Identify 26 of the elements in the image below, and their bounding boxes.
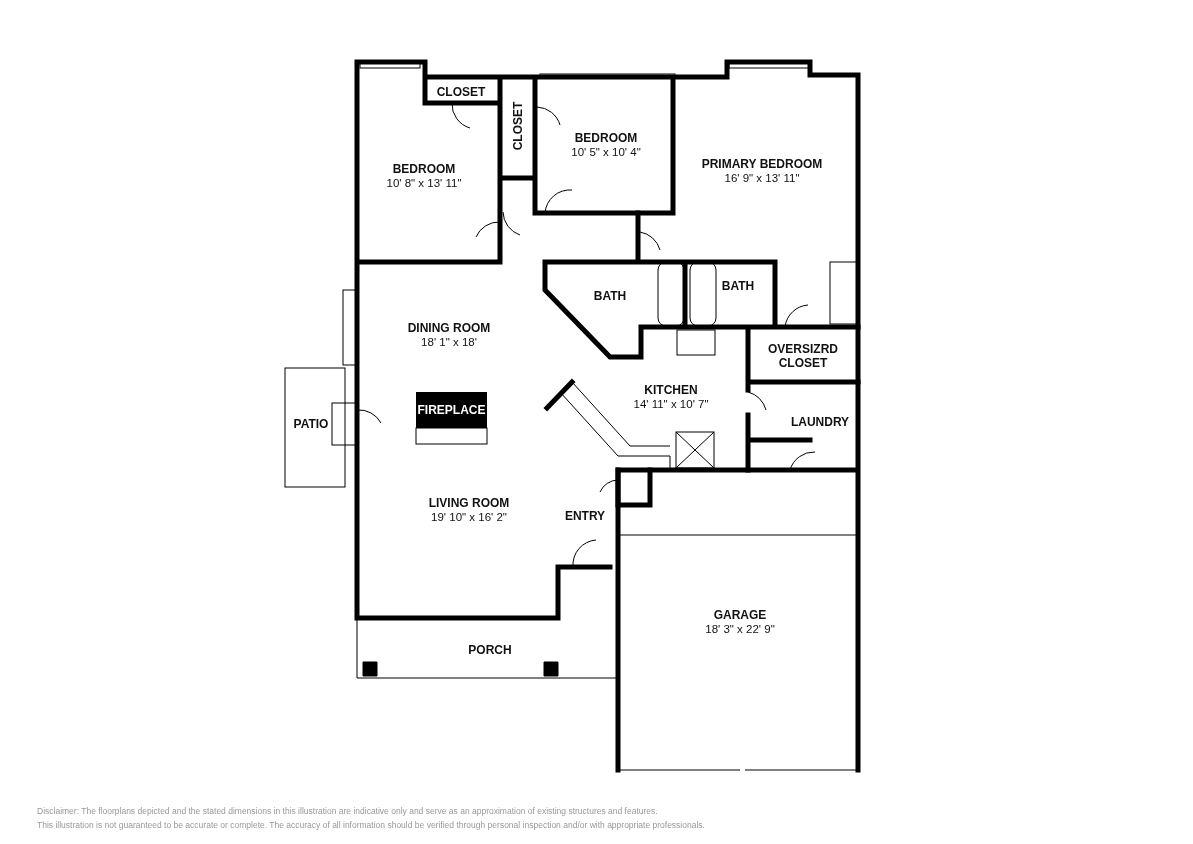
room-name: CLOSET xyxy=(436,85,486,99)
room-name: ENTRY xyxy=(564,509,606,523)
room-dimensions: 16' 9" x 13' 11" xyxy=(723,171,801,185)
fireplace-block: FIREPLACE xyxy=(416,392,487,428)
room-dimensions: 10' 5" x 10' 4" xyxy=(571,145,641,159)
room-name: BATH xyxy=(593,289,627,303)
room-dimensions: 18' 3" x 22' 9" xyxy=(705,622,775,636)
room-dimensions: 10' 8" x 13' 11" xyxy=(386,176,462,190)
room-name: BEDROOM xyxy=(573,131,639,145)
room-name: PATIO xyxy=(293,417,329,431)
room-name: CLOSET xyxy=(511,101,525,151)
room-name: GARAGE xyxy=(712,608,768,622)
room-name: DINING ROOM xyxy=(407,321,491,335)
room-dimensions: 18' 1" x 18' xyxy=(420,335,478,349)
room-name: PRIMARY BEDROOM xyxy=(701,157,823,171)
room-name: BATH xyxy=(721,279,755,293)
disclaimer-text: Disclaimer: The floorplans depicted and the stated dimensions in this illustration are indicative only and serve as an approximation of existing structures and features. xyxy=(37,806,658,816)
room-name: PORCH xyxy=(468,643,512,657)
room-name: BEDROOM xyxy=(391,162,457,176)
disclaimer-text: This illustration is not guaranteed to be accurate or complete. The accuracy of all information should be verified through personal inspection and/or with appropriate professionals. xyxy=(37,820,705,830)
room-dimensions: 14' 11" x 10' 7" xyxy=(633,397,709,411)
room-name: KITCHEN xyxy=(643,383,699,397)
room-name: LIVING ROOM xyxy=(428,496,510,510)
room-name: OVERSIZRD CLOSET xyxy=(767,342,839,370)
room-name: LAUNDRY xyxy=(790,415,850,429)
room-dimensions: 19' 10" x 16' 2" xyxy=(430,510,508,524)
